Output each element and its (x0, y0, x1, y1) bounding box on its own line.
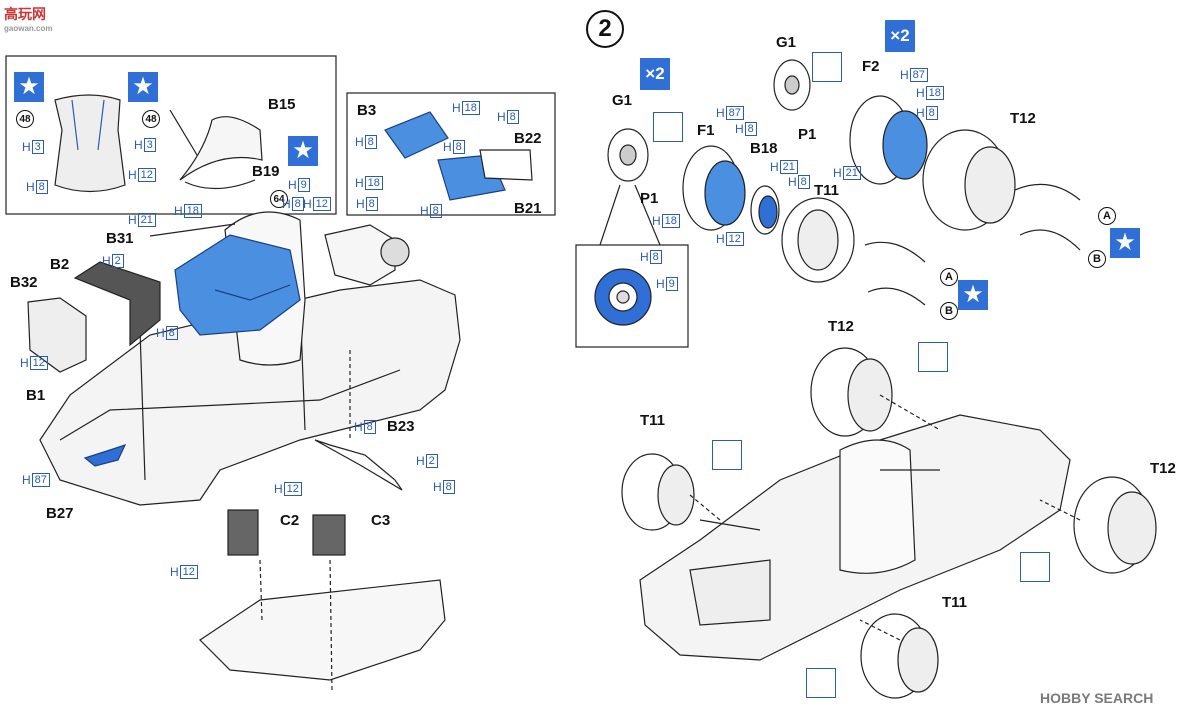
no-glue-icon (806, 668, 836, 698)
part-label-b31: B31 (106, 230, 134, 247)
star-icon: ★ (128, 72, 158, 102)
part-label-b1: B1 (26, 387, 46, 404)
ref-number-circle: 48 (16, 110, 34, 128)
part-label-t12: T12 (1010, 110, 1036, 127)
part-label-t11: T11 (942, 594, 968, 611)
part-label-b32: B32 (10, 274, 38, 291)
multiplier-badge-right: ×2 (885, 20, 915, 52)
tire-marker-a: A (940, 268, 958, 286)
part-label-p1: P1 (798, 126, 817, 143)
part-label-b22: B22 (514, 130, 542, 147)
star-icon: ★ (288, 136, 318, 166)
no-glue-icon (653, 112, 683, 142)
part-label-b21: B21 (514, 200, 542, 217)
tire-marker-a: A (1098, 207, 1116, 225)
ref-number-circle: 48 (142, 110, 160, 128)
multiplier-badge-left: ×2 (640, 58, 670, 90)
hobbysearch-watermark: HOBBY SEARCH (1040, 690, 1154, 706)
part-label-b18: B18 (750, 140, 778, 157)
part-label-b15: B15 (268, 96, 296, 113)
star-icon: ★ (1110, 228, 1140, 258)
site-logo-text: 高玩网 (4, 6, 46, 22)
site-logo-sub: gaowan.com (4, 24, 53, 33)
seat-detail-box (5, 55, 337, 215)
part-label-t11: T11 (814, 182, 840, 199)
part-label-f2: F2 (862, 58, 880, 75)
part-label-t12: T12 (1150, 460, 1176, 477)
part-label-f1: F1 (697, 122, 715, 139)
part-label-p1: P1 (640, 190, 659, 207)
no-glue-icon (812, 52, 842, 82)
no-glue-icon (1020, 552, 1050, 582)
tire-marker-b: B (1088, 250, 1106, 268)
part-label-c2: C2 (280, 512, 300, 529)
part-label-b19: B19 (252, 163, 280, 180)
part-label-g1: G1 (612, 92, 633, 109)
part-label-b2: B2 (50, 256, 70, 273)
part-label-b23: B23 (387, 418, 415, 435)
site-logo: 高玩网 gaowan.com (4, 4, 52, 33)
star-icon: ★ (14, 72, 44, 102)
part-label-t11: T11 (640, 412, 666, 429)
step-2-badge: 2 (586, 10, 624, 48)
no-glue-icon (918, 342, 948, 372)
part-label-t12: T12 (828, 318, 854, 335)
part-label-b27: B27 (46, 505, 74, 522)
ref-number-circle: 64 (270, 190, 288, 208)
part-label-c3: C3 (371, 512, 391, 529)
tire-marker-b: B (940, 302, 958, 320)
star-icon: ★ (958, 280, 988, 310)
part-label-g1: G1 (776, 34, 797, 51)
part-label-b3: B3 (357, 102, 377, 119)
b3-detail-box (346, 92, 556, 216)
no-glue-icon (712, 440, 742, 470)
